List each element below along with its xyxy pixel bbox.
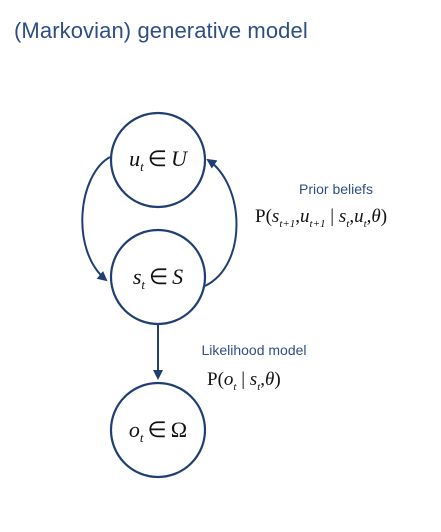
node-s-rel: ∈ [149, 264, 168, 289]
likelihood-model-label: Likelihood model [201, 342, 306, 358]
node-u: ut ∈U [109, 111, 207, 209]
node-u-set: U [171, 146, 189, 171]
node-s-circle [109, 228, 207, 326]
node-o-set: Ω [171, 417, 187, 442]
node-u-sub: t [140, 159, 144, 174]
node-o-circle [109, 381, 207, 479]
prior-beliefs-label: Prior beliefs [299, 181, 373, 197]
node-u-var: u [129, 146, 140, 171]
node-s-sub: t [141, 277, 145, 292]
node-o-sub: t [140, 430, 144, 445]
edge-s-to-u [204, 158, 238, 287]
svg-text:ut∈U: ut ∈U [129, 146, 189, 174]
node-o: ot ∈Ω [109, 381, 207, 479]
svg-text:ot∈Ω: ot ∈Ω [129, 417, 187, 445]
node-o-rel: ∈ [148, 417, 167, 442]
node-o-var: o [129, 417, 140, 442]
svg-text:st∈S: st ∈S [133, 264, 183, 292]
node-s-set: S [172, 264, 183, 289]
node-s-var: s [133, 264, 142, 289]
node-u-rel: ∈ [148, 146, 167, 171]
prior-formula: P(st+1,ut+1 | st,ut,θ) [255, 206, 387, 230]
node-u-circle [109, 111, 207, 209]
edge-u-to-s [81, 156, 111, 282]
node-s: st ∈S [109, 228, 207, 326]
likelihood-formula: P(ot | st,θ) [207, 369, 281, 393]
slide-title: (Markovian) generative model [14, 18, 308, 43]
